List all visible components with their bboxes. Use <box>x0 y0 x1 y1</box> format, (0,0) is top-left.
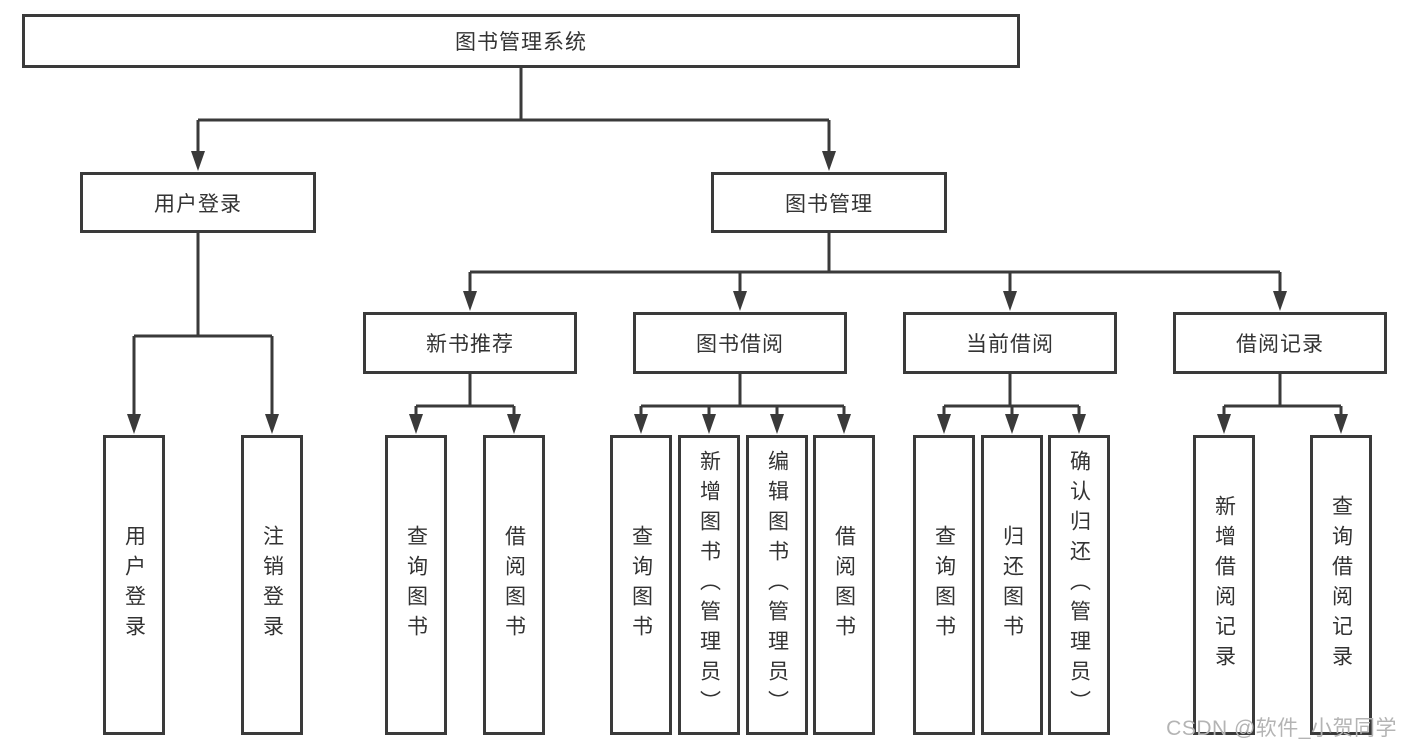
node-label: 确认归还（管理员） <box>1067 450 1091 720</box>
node-label: 当前借阅 <box>966 333 1054 356</box>
leaf-query-books-current: 查询图书 <box>913 435 975 735</box>
node-label: 借阅图书 <box>502 525 526 645</box>
node-new-book-recommend: 新书推荐 <box>363 312 577 374</box>
leaf-query-books-borrow: 查询图书 <box>610 435 672 735</box>
node-label: 编辑图书（管理员） <box>765 450 789 720</box>
node-book-borrow: 图书借阅 <box>633 312 847 374</box>
node-label: 图书管理系统 <box>455 31 587 54</box>
node-user-login: 用户登录 <box>80 172 316 233</box>
node-label: 借阅记录 <box>1236 333 1324 356</box>
leaf-confirm-return-admin: 确认归还（管理员） <box>1048 435 1110 735</box>
node-library-management-system: 图书管理系统 <box>22 14 1020 68</box>
node-label: 归还图书 <box>1000 525 1024 645</box>
leaf-add-book-admin: 新增图书（管理员） <box>678 435 740 735</box>
node-label: 查询图书 <box>404 525 428 645</box>
node-label: 查询图书 <box>629 525 653 645</box>
node-label: 新书推荐 <box>426 333 514 356</box>
node-book-management: 图书管理 <box>711 172 947 233</box>
node-borrow-records: 借阅记录 <box>1173 312 1387 374</box>
leaf-query-borrow-record: 查询借阅记录 <box>1310 435 1372 735</box>
csdn-watermark: CSDN @软件_小贺同学 <box>1166 717 1397 740</box>
leaf-add-borrow-record: 新增借阅记录 <box>1193 435 1255 735</box>
leaf-borrow-books-recommend: 借阅图书 <box>483 435 545 735</box>
leaf-query-books-recommend: 查询图书 <box>385 435 447 735</box>
node-label: 图书借阅 <box>696 333 784 356</box>
node-label: 查询图书 <box>932 525 956 645</box>
leaf-return-book: 归还图书 <box>981 435 1043 735</box>
leaf-logout: 注销登录 <box>241 435 303 735</box>
leaf-borrow-books: 借阅图书 <box>813 435 875 735</box>
node-label: 查询借阅记录 <box>1329 495 1353 675</box>
node-label: 用户登录 <box>154 192 242 216</box>
node-current-borrow: 当前借阅 <box>903 312 1117 374</box>
node-label: 新增借阅记录 <box>1212 495 1236 675</box>
node-label: 借阅图书 <box>832 525 856 645</box>
node-label: 新增图书（管理员） <box>697 450 721 720</box>
leaf-edit-book-admin: 编辑图书（管理员） <box>746 435 808 735</box>
leaf-user-login: 用户登录 <box>103 435 165 735</box>
node-label: 用户登录 <box>122 525 146 645</box>
node-label: 图书管理 <box>785 192 873 216</box>
node-label: 注销登录 <box>260 525 284 645</box>
